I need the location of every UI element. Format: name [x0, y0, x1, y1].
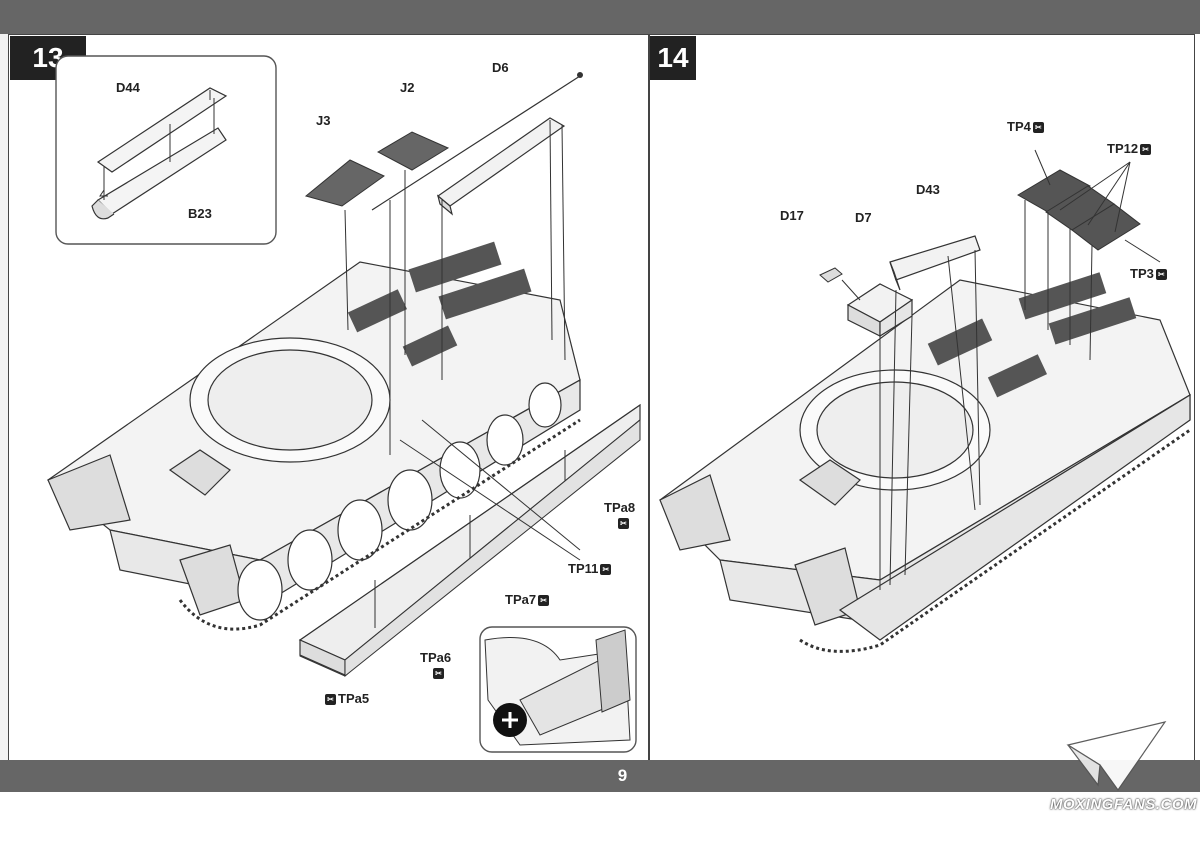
tpa7-text: TPa7 — [505, 592, 537, 607]
step-14-number: 14 — [650, 36, 696, 80]
part-label-tpa8: TPa8 ✂ — [604, 500, 635, 530]
photo-etch-icon: ✂ — [618, 518, 630, 530]
scan-edge — [0, 34, 8, 760]
part-label-tp4: TP4✂ — [1007, 119, 1046, 134]
tpa8-text: TPa8 — [604, 500, 636, 515]
part-label-tpa5: ✂TPa5 — [323, 691, 369, 706]
part-label-j3: J3 — [316, 113, 331, 128]
page-number: 9 — [617, 766, 628, 785]
photo-etch-icon: ✂ — [325, 694, 336, 706]
tp3-text: TP3 — [1130, 266, 1154, 281]
photo-etch-icon: ✂ — [433, 668, 445, 680]
photo-etch-icon: ✂ — [1155, 269, 1167, 281]
top-bar — [0, 0, 1200, 34]
tp11-text: TP11 — [568, 561, 599, 576]
bottom-bar — [0, 760, 1200, 792]
photo-etch-icon: ✂ — [538, 595, 550, 607]
part-label-b23: B23 — [188, 206, 212, 221]
part-label-tp3: TP3✂ — [1130, 266, 1169, 281]
photo-etch-icon: ✂ — [1140, 144, 1152, 156]
part-label-d43: D43 — [916, 182, 940, 197]
part-label-tpa6: TPa6 ✂ — [420, 650, 451, 680]
photo-etch-icon: ✂ — [600, 564, 612, 576]
part-label-tp12: TP12✂ — [1107, 141, 1153, 156]
part-label-tp11: TP11✂ — [568, 561, 613, 576]
tp12-text: TP12 — [1107, 141, 1139, 156]
part-label-tpa7: TPa7✂ — [505, 592, 551, 607]
part-label-d7: D7 — [855, 210, 872, 225]
watermark-text: MOXINGFANS.COM — [1050, 796, 1198, 813]
tpa6-text: TPa6 — [420, 650, 452, 665]
tpa5-text: TPa5 — [338, 691, 370, 706]
part-label-d44: D44 — [116, 80, 140, 95]
tp4-text: TP4 — [1007, 119, 1031, 134]
panel-divider — [648, 34, 650, 760]
part-label-d17: D17 — [780, 208, 804, 223]
part-label-j2: J2 — [400, 80, 415, 95]
part-label-d6: D6 — [492, 60, 509, 75]
photo-etch-icon: ✂ — [1032, 122, 1044, 134]
